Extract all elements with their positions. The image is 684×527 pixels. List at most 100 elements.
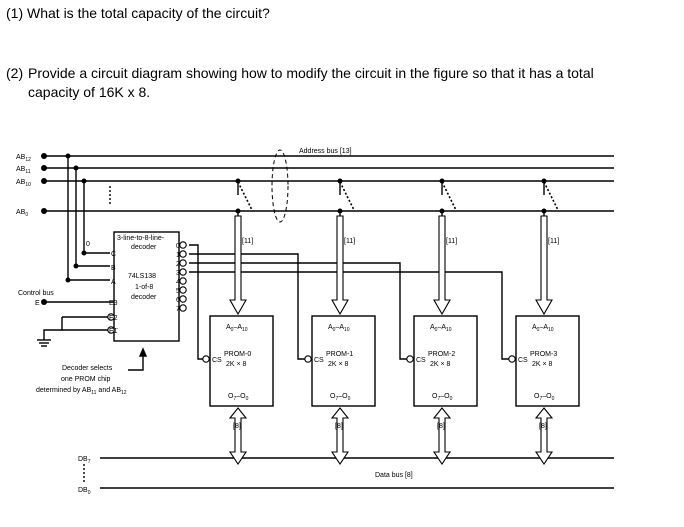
data-width: [8] [437,423,445,430]
prom-body [311,315,376,407]
tap-dot [337,178,343,184]
cs-label: CS [212,357,222,364]
data-arrow [432,407,452,465]
question-2-line-2: capacity of 16K x 8. [28,84,151,100]
address-bundle-dots [543,181,559,211]
decoder-part-number: 74LS138 [128,273,156,280]
question-2-line-1: Provide a circuit diagram showing how to… [28,65,594,81]
address-bundle-dots [339,181,355,211]
address-pins-label: A0–A10 [430,324,452,333]
cs-label: CS [518,357,528,364]
cs-bubble [304,355,312,363]
address-bus-label: Address bus [13] [299,148,352,155]
label-ab11: AB11 [16,166,31,175]
data-arrow [228,407,248,465]
diagram-labels: Address bus [13] Data bus [8] AB12 AB11 … [16,148,413,496]
output-label-6: 6 [176,297,180,304]
output-label-4: 4 [176,279,180,286]
label-ab0: AB0 [16,209,28,218]
address-arrow [331,215,349,316]
output-label-2: 2 [176,261,180,268]
decoder-part-desc-2: decoder [131,294,157,301]
data-width: [8] [233,423,241,430]
address-pins-label: A0–A10 [532,324,554,333]
tap-dot [439,178,445,184]
data-width: [8] [539,423,547,430]
address-width: [11] [446,238,457,245]
input-e2: E2 [109,315,118,322]
input-b: B [111,265,116,272]
enable-label: E [35,300,40,307]
control-bus-label: Control bus [18,290,54,297]
output-label-0: 0 [176,243,180,250]
address-bundle-dots [237,181,253,211]
note-line-2: one PROM chip [61,376,111,383]
prom-name: PROM-0 [224,351,251,358]
data-arrow [534,407,554,465]
address-width: [11] [548,238,559,245]
input-e1: E1 [109,328,118,335]
address-pins-label: A0–A10 [226,324,248,333]
inversion-bubbles [107,241,187,334]
wire-y0-cs0 [189,244,210,360]
wire-ab11-to-b [75,168,110,267]
address-width: [11] [242,238,253,245]
zero-label: 0 [86,241,90,248]
question-2-number: (2) [6,65,24,81]
prom-size: 2K × 8 [430,361,451,368]
cs-bubble [406,355,414,363]
note-line-1: Decoder selects [62,365,113,372]
output-label-7: 7 [176,306,180,313]
question-2: (2)Provide a circuit diagram showing how… [6,64,678,102]
decoder-note-pointer [128,352,144,371]
tap-dot-low [235,208,241,214]
cs-bubble [202,355,210,363]
prom-name: PROM-3 [530,351,557,358]
address-bus-ring [271,149,289,223]
prom-name: PROM-1 [326,351,353,358]
decoder-title-1: 3-line-to-8-line- [117,235,165,242]
decoder-74ls138 [113,231,180,342]
label-db7: DB7 [78,456,91,465]
wire-ground [43,317,63,340]
output-label-1: 1 [176,252,180,259]
address-bundle-dots [441,181,457,211]
label-ab10: AB10 [16,179,31,188]
label-ab12: AB12 [16,154,31,163]
output-label-3: 3 [176,270,180,277]
output-pins-label: O7–O0 [228,393,249,402]
tap-dot-low [337,208,343,214]
address-width: [11] [344,238,355,245]
prom-size: 2K × 8 [532,361,553,368]
label-db0: DB0 [78,487,91,496]
decoder-note-arrow [138,347,148,357]
tap-dot-low [439,208,445,214]
wire-ab10-to-a [67,156,110,281]
prom-size: 2K × 8 [226,361,247,368]
output-label-5: 5 [176,288,180,295]
prom-name: PROM-2 [428,351,455,358]
prom-body [413,315,478,407]
output-pins-label: O7–O0 [432,393,453,402]
tap-dot-low [541,208,547,214]
input-c: C [111,251,116,258]
prom-body [209,315,274,407]
prom-body [515,315,580,407]
output-pins-label: O7–O0 [534,393,555,402]
data-arrow [330,407,350,465]
cs-bubble [508,355,516,363]
address-arrow [535,215,553,316]
data-bus-label: Data bus [8] [375,472,413,479]
cs-label: CS [314,357,324,364]
input-e3: E3 [109,300,118,307]
prom-size: 2K × 8 [328,361,349,368]
decoder-title-2: decoder [131,244,157,251]
decoder-output-labels: 0 1 2 3 4 5 6 7 [176,243,180,313]
address-pins-label: A0–A10 [328,324,350,333]
connection-dots [41,153,87,305]
cs-label: CS [416,357,426,364]
decoder-part-desc-1: 1-of-8 [135,284,153,291]
